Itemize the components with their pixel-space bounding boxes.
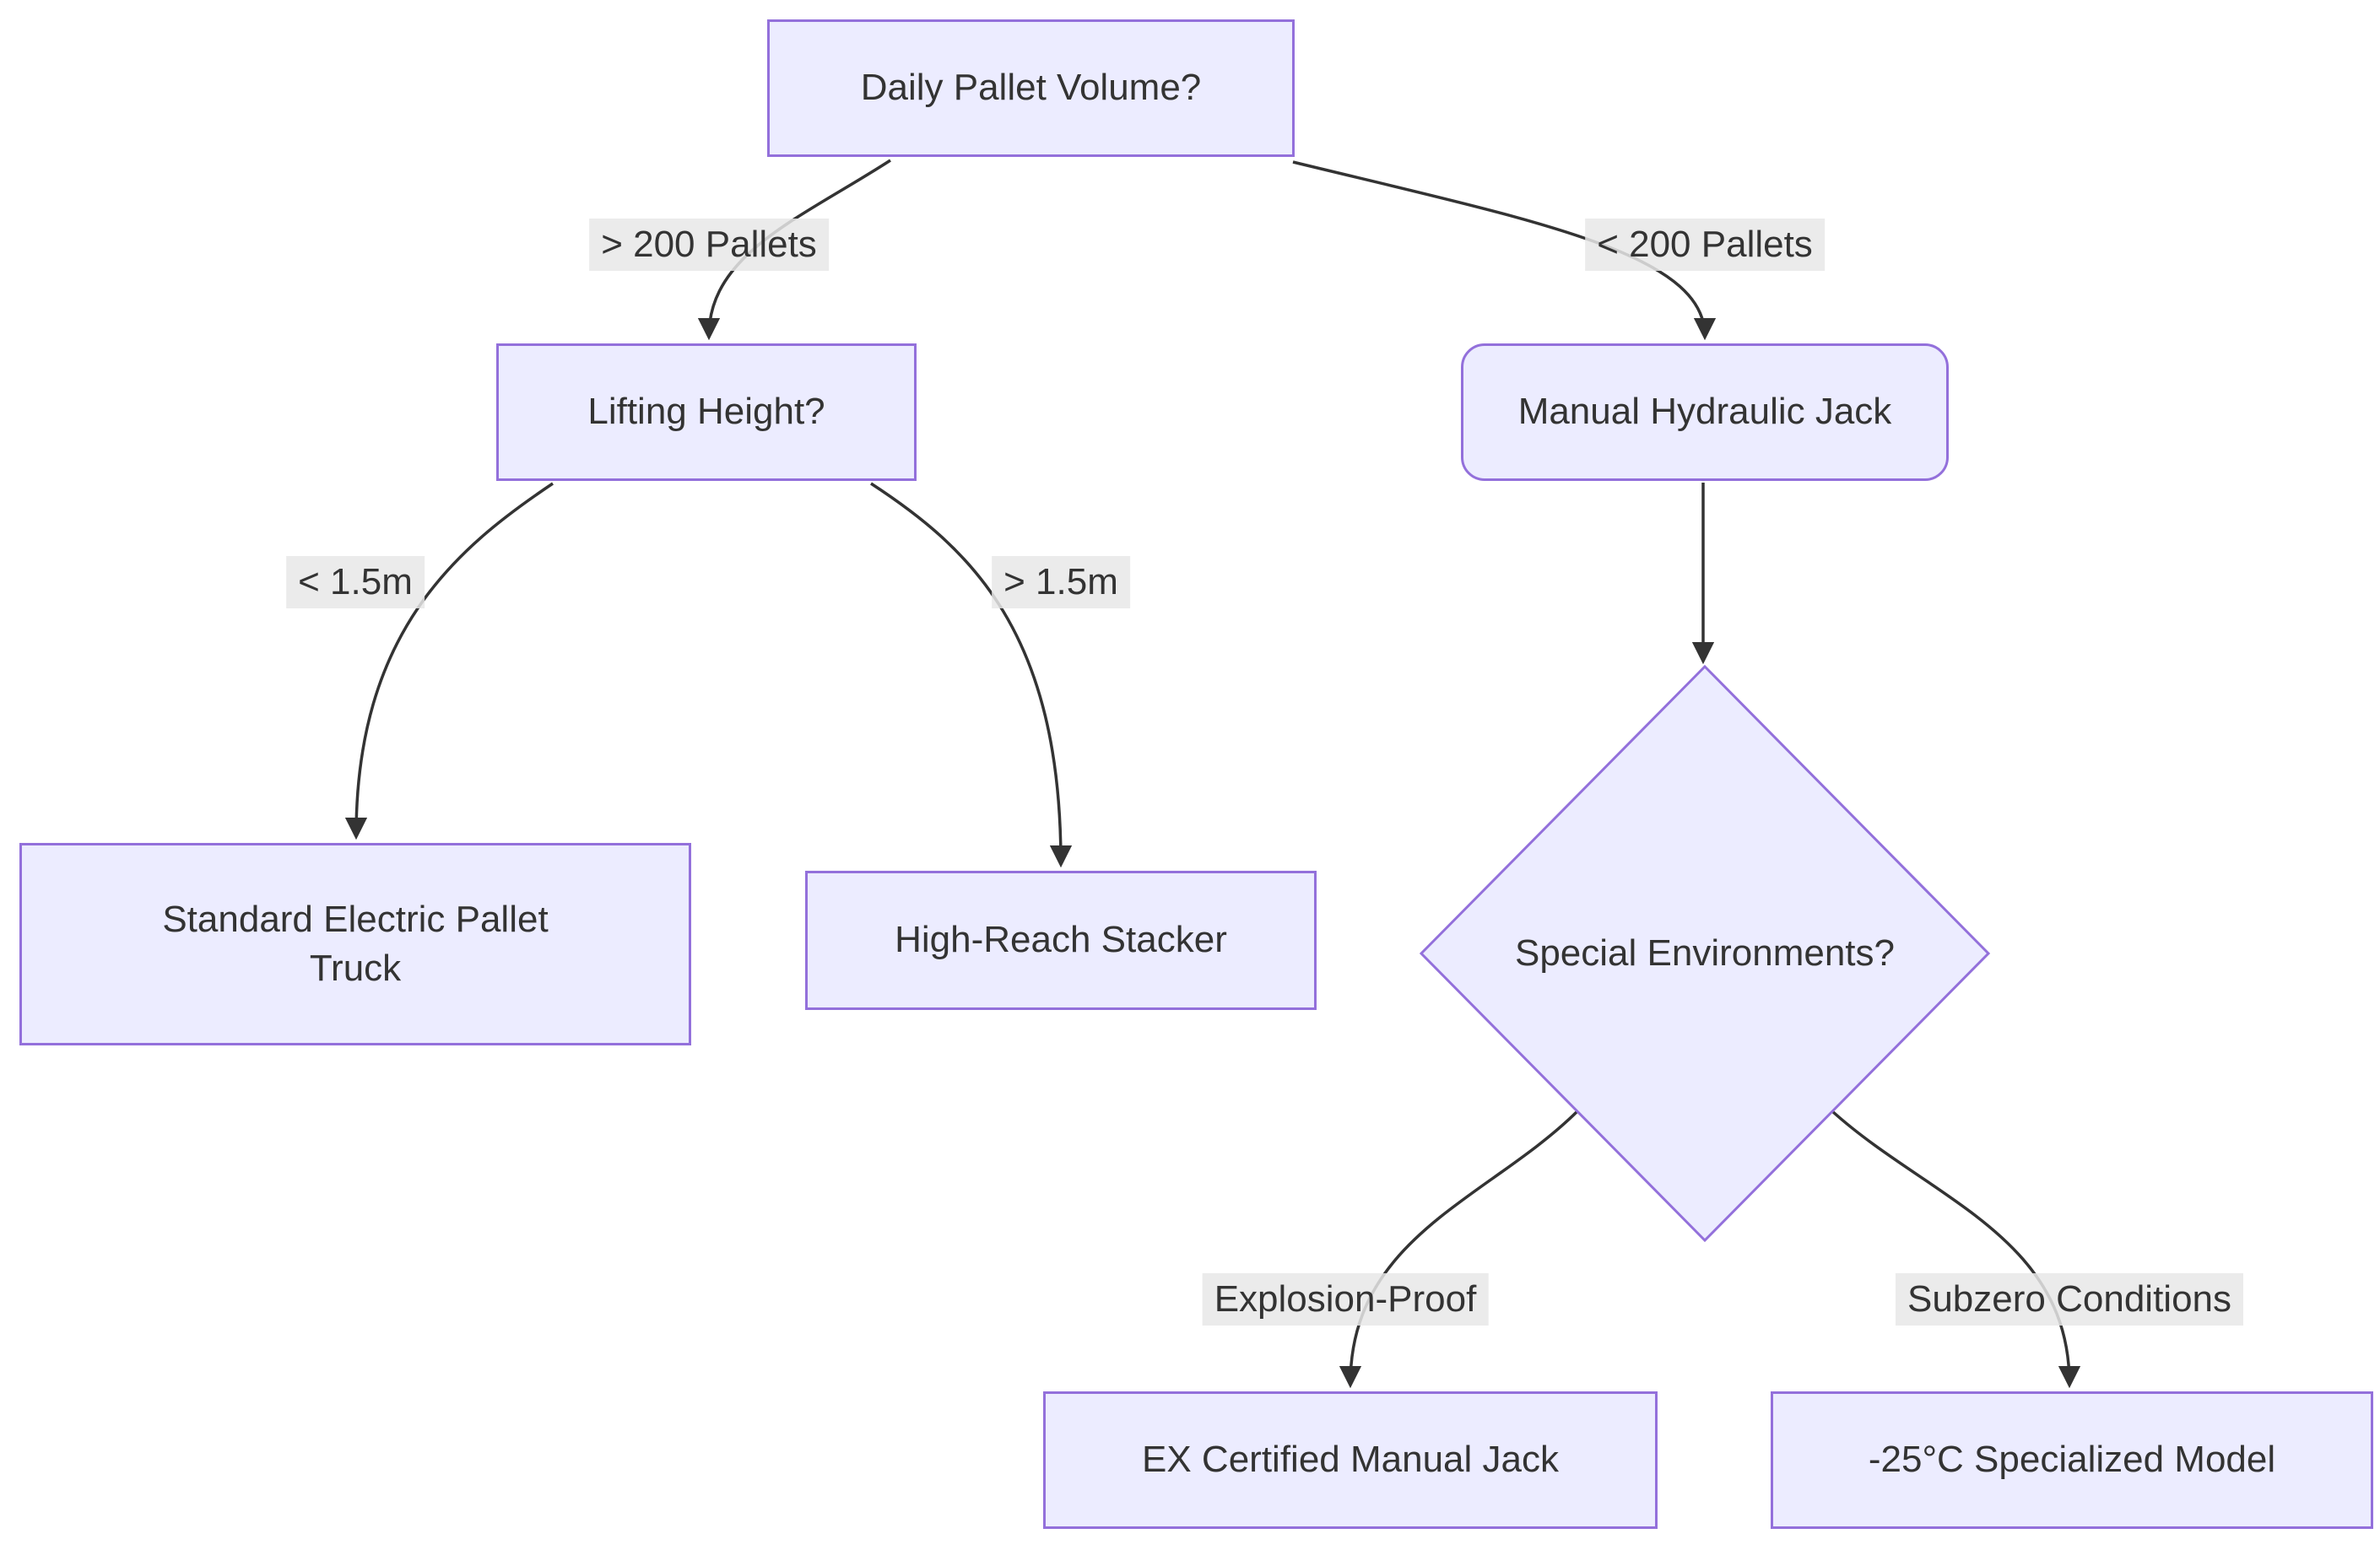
node-daily-pallet-volume: Daily Pallet Volume?: [767, 19, 1295, 157]
edge-lifting-to-highreach: [870, 482, 1073, 868]
node-manual-hydraulic-jack-label: Manual Hydraulic Jack: [1517, 391, 1892, 433]
edge-label-gt-200-pallets: > 200 Pallets: [589, 219, 829, 271]
edge-label-explosion-proof: Explosion-Proof: [1202, 1273, 1489, 1326]
node-standard-electric-pallet-truck-label: Standard Electric Pallet Truck: [162, 898, 549, 989]
edge-label-subzero-conditions: Subzero Conditions: [1895, 1273, 2244, 1326]
decision-diamond-shape: [1419, 664, 1991, 1243]
node-subzero-specialized-model-label: -25°C Specialized Model: [1868, 1439, 2276, 1481]
node-ex-certified-manual-jack: EX Certified Manual Jack: [1043, 1391, 1658, 1529]
node-subzero-specialized-model: -25°C Specialized Model: [1771, 1391, 2373, 1529]
node-lifting-height: Lifting Height?: [496, 343, 917, 481]
node-standard-electric-pallet-truck: Standard Electric Pallet Truck: [19, 843, 691, 1045]
node-high-reach-stacker-label: High-Reach Stacker: [895, 919, 1227, 961]
edge-special-to-ex: [1339, 1110, 1579, 1389]
node-special-environments-label: Special Environments?: [1514, 932, 1896, 974]
edge-label-gt-1-5m: > 1.5m: [992, 556, 1130, 608]
node-high-reach-stacker: High-Reach Stacker: [805, 871, 1317, 1010]
node-ex-certified-manual-jack-label: EX Certified Manual Jack: [1142, 1439, 1559, 1481]
edge-label-lt-1-5m: < 1.5m: [286, 556, 425, 608]
node-daily-pallet-volume-label: Daily Pallet Volume?: [860, 67, 1202, 109]
node-manual-hydraulic-jack: Manual Hydraulic Jack: [1461, 343, 1949, 481]
edge-label-lt-200-pallets: < 200 Pallets: [1585, 219, 1825, 271]
edge-special-to-subzero: [1831, 1110, 2081, 1389]
node-lifting-height-label: Lifting Height?: [587, 391, 825, 433]
edge-lifting-to-standard: [344, 482, 554, 840]
